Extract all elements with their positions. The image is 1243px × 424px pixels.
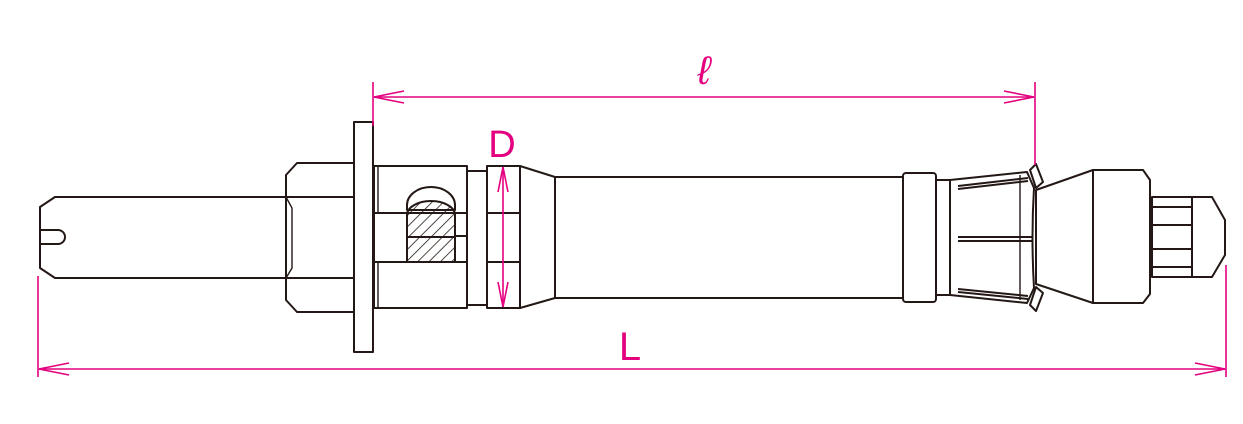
sleeve-band: [466, 165, 556, 309]
main-tube: [554, 176, 906, 299]
dimension-label-l-small: ℓ: [697, 49, 713, 93]
dimension-l-total: L: [37, 265, 1227, 377]
collar: [902, 172, 951, 303]
dimension-d: D: [488, 124, 516, 308]
dimension-label-l-total: L: [619, 325, 641, 369]
expansion-cone: [1035, 169, 1151, 304]
expansion-sleeve: [949, 163, 1044, 312]
hex-nut: [285, 162, 357, 313]
threaded-stud: [39, 196, 289, 279]
dimension-l-small: ℓ: [372, 49, 1036, 165]
end-nut: [1151, 196, 1226, 278]
dimension-label-d: D: [488, 124, 515, 166]
washer: [353, 121, 374, 353]
hatched-key: [406, 200, 456, 263]
